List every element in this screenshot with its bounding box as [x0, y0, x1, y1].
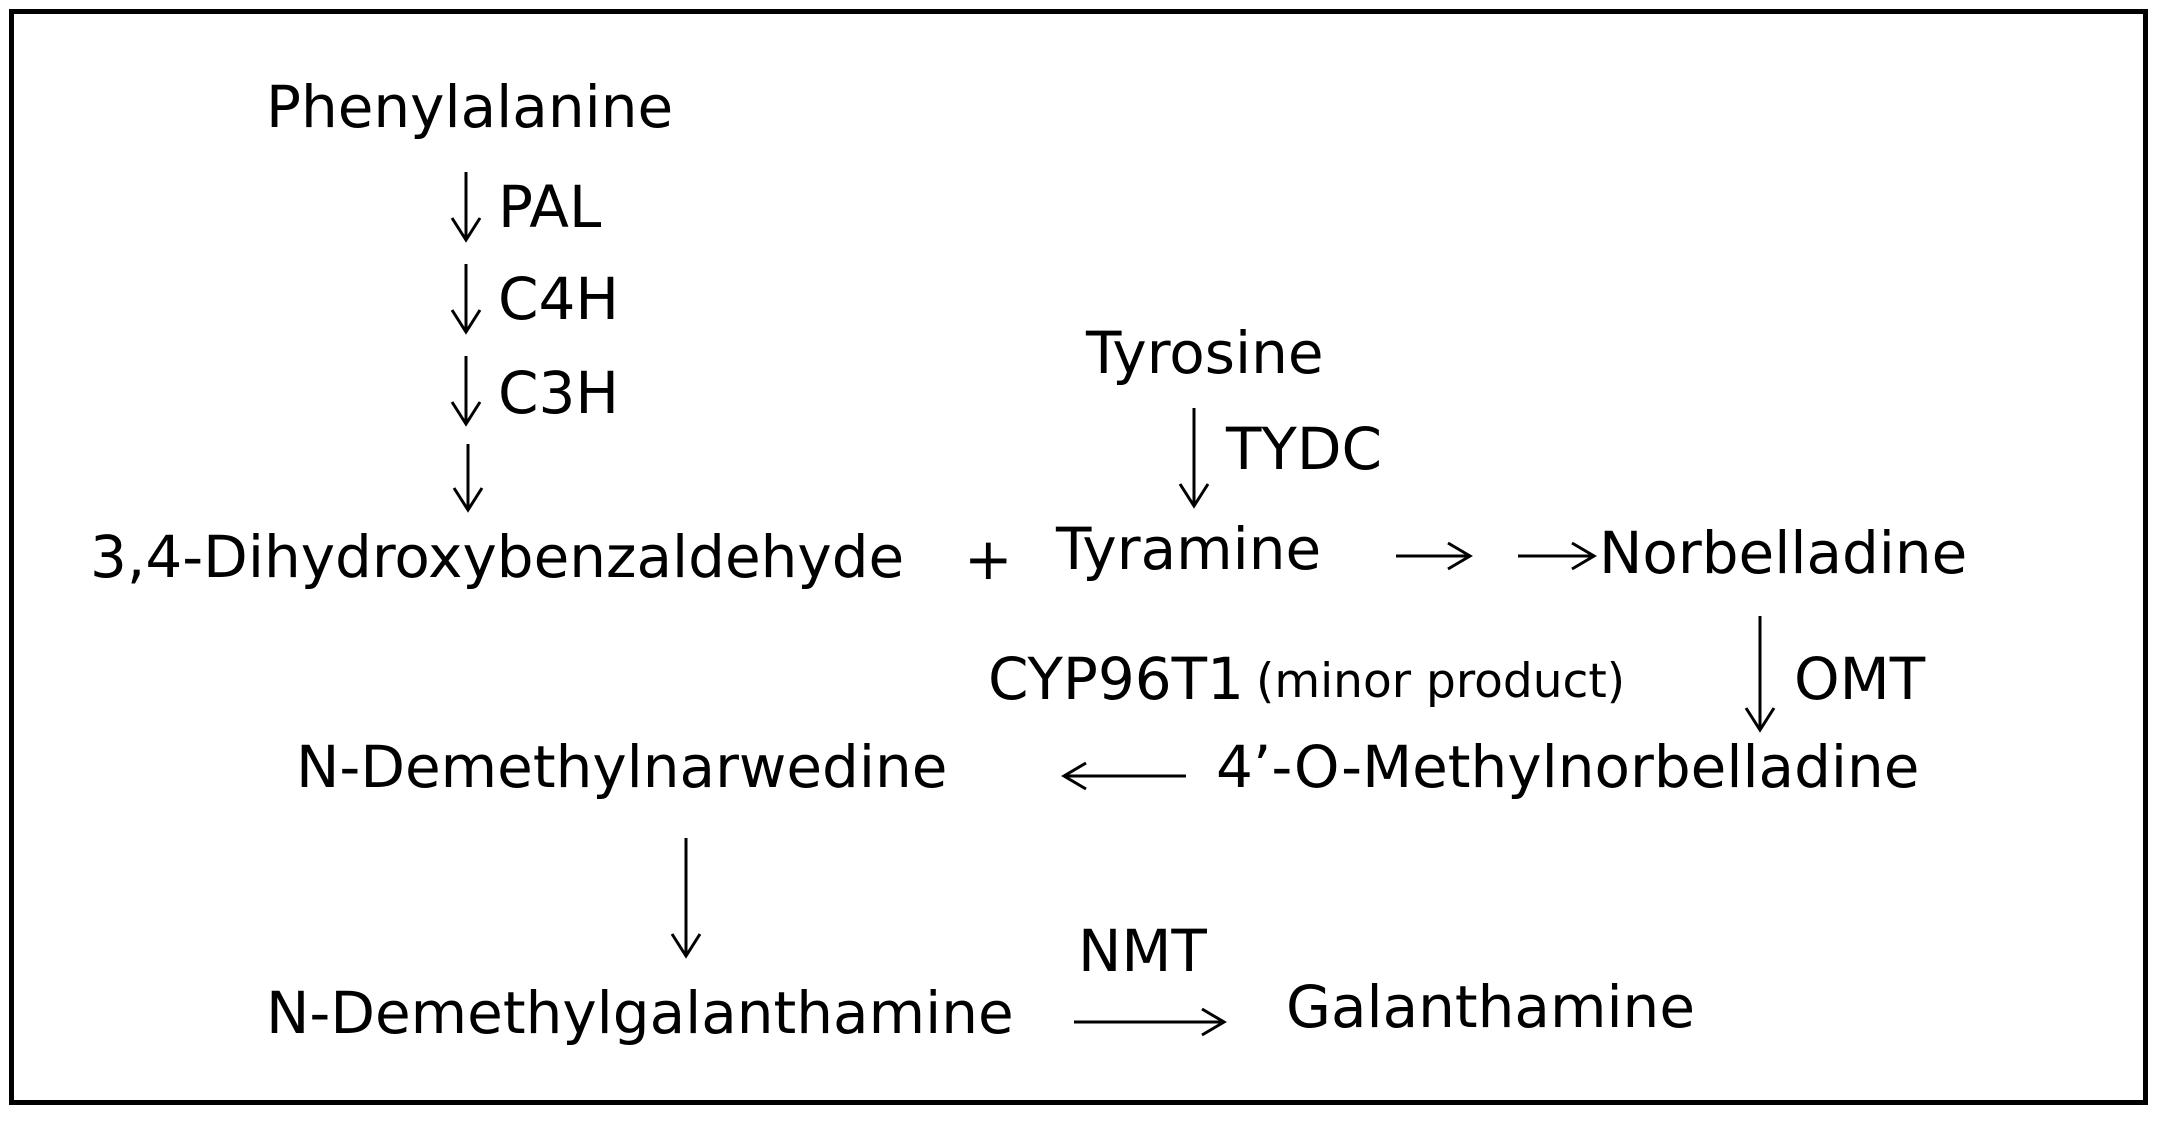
- compound-tyrosine: Tyrosine: [1086, 319, 1324, 387]
- plus-sign: +: [964, 525, 1013, 593]
- diagram-frame: [9, 9, 2148, 1105]
- compound-demethylnarwedine: N-Demethylnarwedine: [296, 733, 948, 801]
- enzyme-tydc: TYDC: [1226, 415, 1383, 483]
- compound-methylnorbelladine: 4’-O-Methylnorbelladine: [1216, 733, 1920, 801]
- compound-galanthamine: Galanthamine: [1286, 973, 1696, 1041]
- compound-demethylgalanthamine: N-Demethylgalanthamine: [266, 979, 1014, 1047]
- arrow-down-to-dihydroxybenzaldehyde: [452, 444, 484, 513]
- arrow-down-tydc: [1178, 408, 1210, 509]
- enzyme-c4h: C4H: [498, 265, 620, 333]
- enzyme-omt: OMT: [1794, 645, 1926, 713]
- enzyme-nmt: NMT: [1078, 917, 1207, 985]
- compound-phenylalanine: Phenylalanine: [266, 73, 674, 141]
- arrow-right-tyramine: [1396, 541, 1473, 571]
- compound-tyramine: Tyramine: [1056, 515, 1322, 583]
- arrow-right-to-norbelladine: [1518, 541, 1597, 571]
- arrow-down-c4h: [450, 264, 482, 335]
- enzyme-cyp96t1-note: (minor product): [1256, 654, 1626, 709]
- enzyme-pal: PAL: [498, 173, 602, 241]
- enzyme-cyp96t1: CYP96T1: [988, 645, 1245, 713]
- arrow-left-cyp96t1: [1061, 761, 1186, 791]
- enzyme-c3h: C3H: [498, 359, 620, 427]
- arrow-down-c3h: [450, 356, 482, 427]
- arrow-down-to-demethylgalanthamine: [670, 838, 702, 959]
- compound-dihydroxybenzaldehyde: 3,4-Dihydroxybenzaldehyde: [90, 523, 905, 591]
- arrow-down-omt: [1744, 616, 1776, 733]
- arrow-right-nmt: [1074, 1007, 1227, 1037]
- arrow-down-pal: [450, 172, 482, 243]
- compound-norbelladine: Norbelladine: [1599, 519, 1968, 587]
